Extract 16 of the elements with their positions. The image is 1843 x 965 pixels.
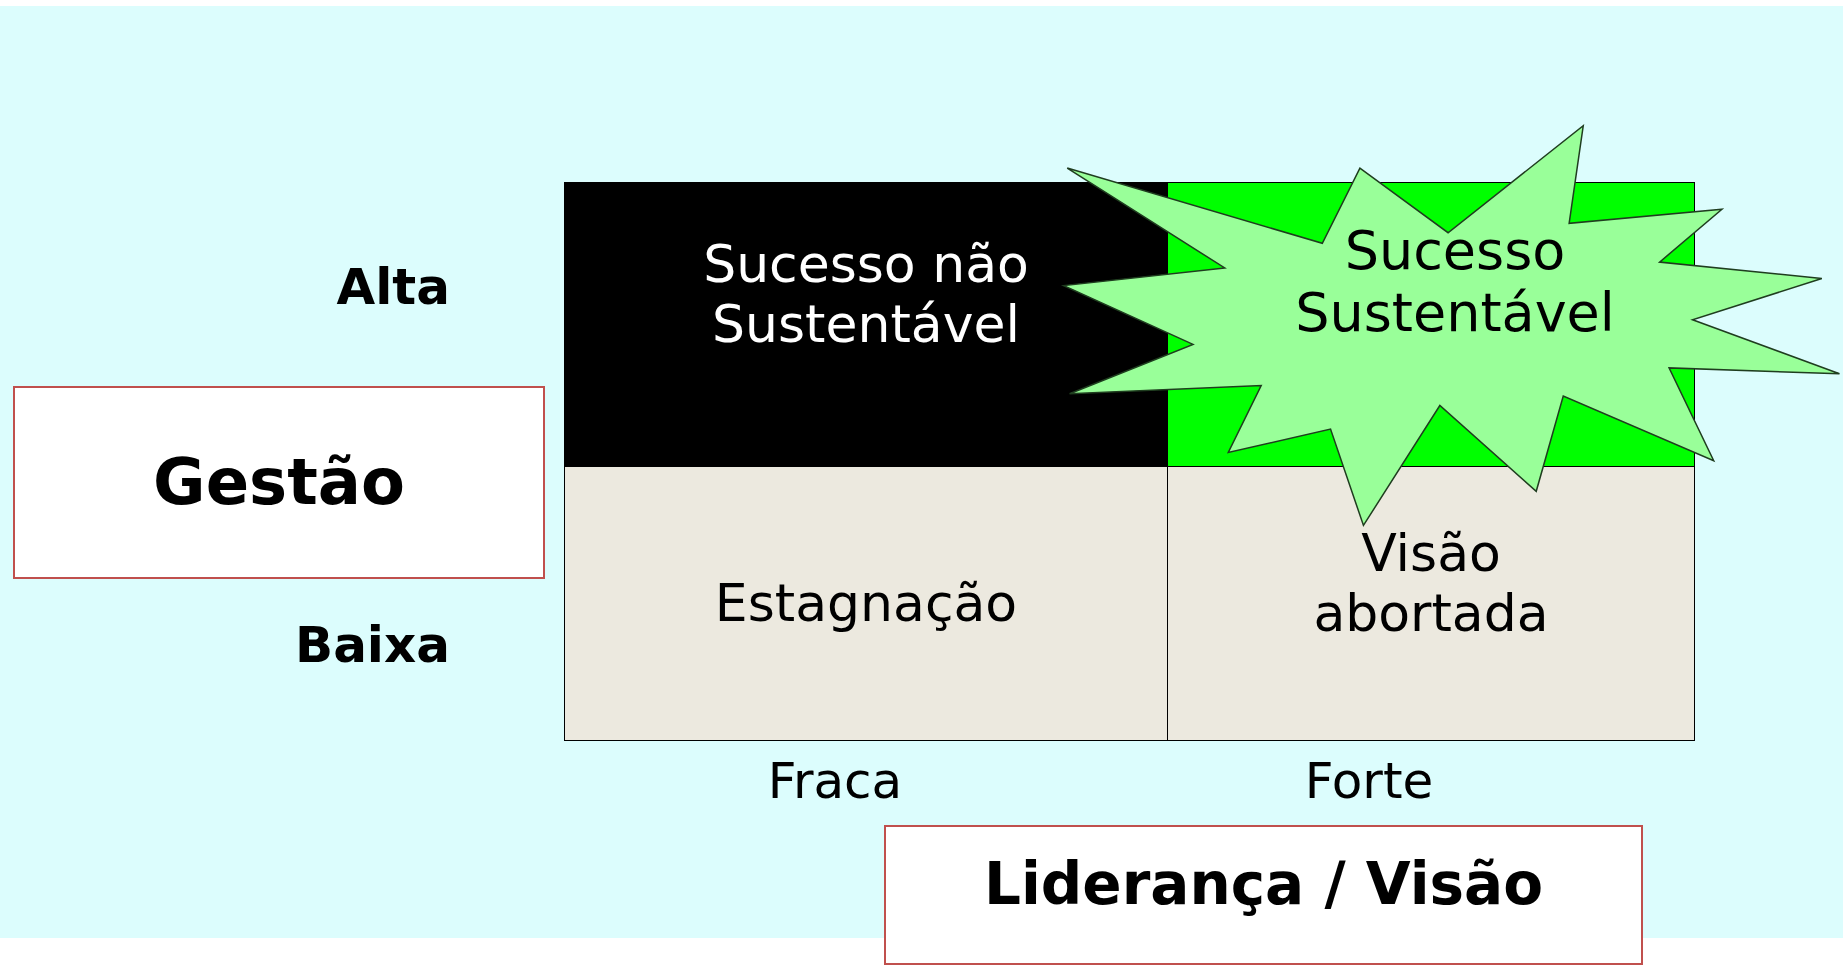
cell-label: Visão abortada (1312, 523, 1550, 644)
matrix-cell (564, 466, 1168, 741)
axis-level-label: Baixa (295, 620, 450, 670)
axis-title-box (13, 386, 545, 579)
cell-label: Sucesso não Sustentável (702, 235, 1030, 355)
axis-level-label: Fraca (766, 756, 904, 806)
axis-level-label: Forte (1303, 756, 1435, 806)
axis-title-box (884, 825, 1643, 965)
axis-level-label: Alta (336, 262, 450, 312)
starburst-shape (1060, 124, 1842, 528)
axis-title: Liderança / Visão (983, 851, 1544, 918)
cell-label: Estagnação (714, 573, 1018, 634)
starburst-label: Sucesso Sustentável (1294, 220, 1616, 345)
axis-title: Gestão (153, 445, 405, 520)
matrix-cell (564, 182, 1168, 468)
matrix-cell (1167, 466, 1695, 741)
